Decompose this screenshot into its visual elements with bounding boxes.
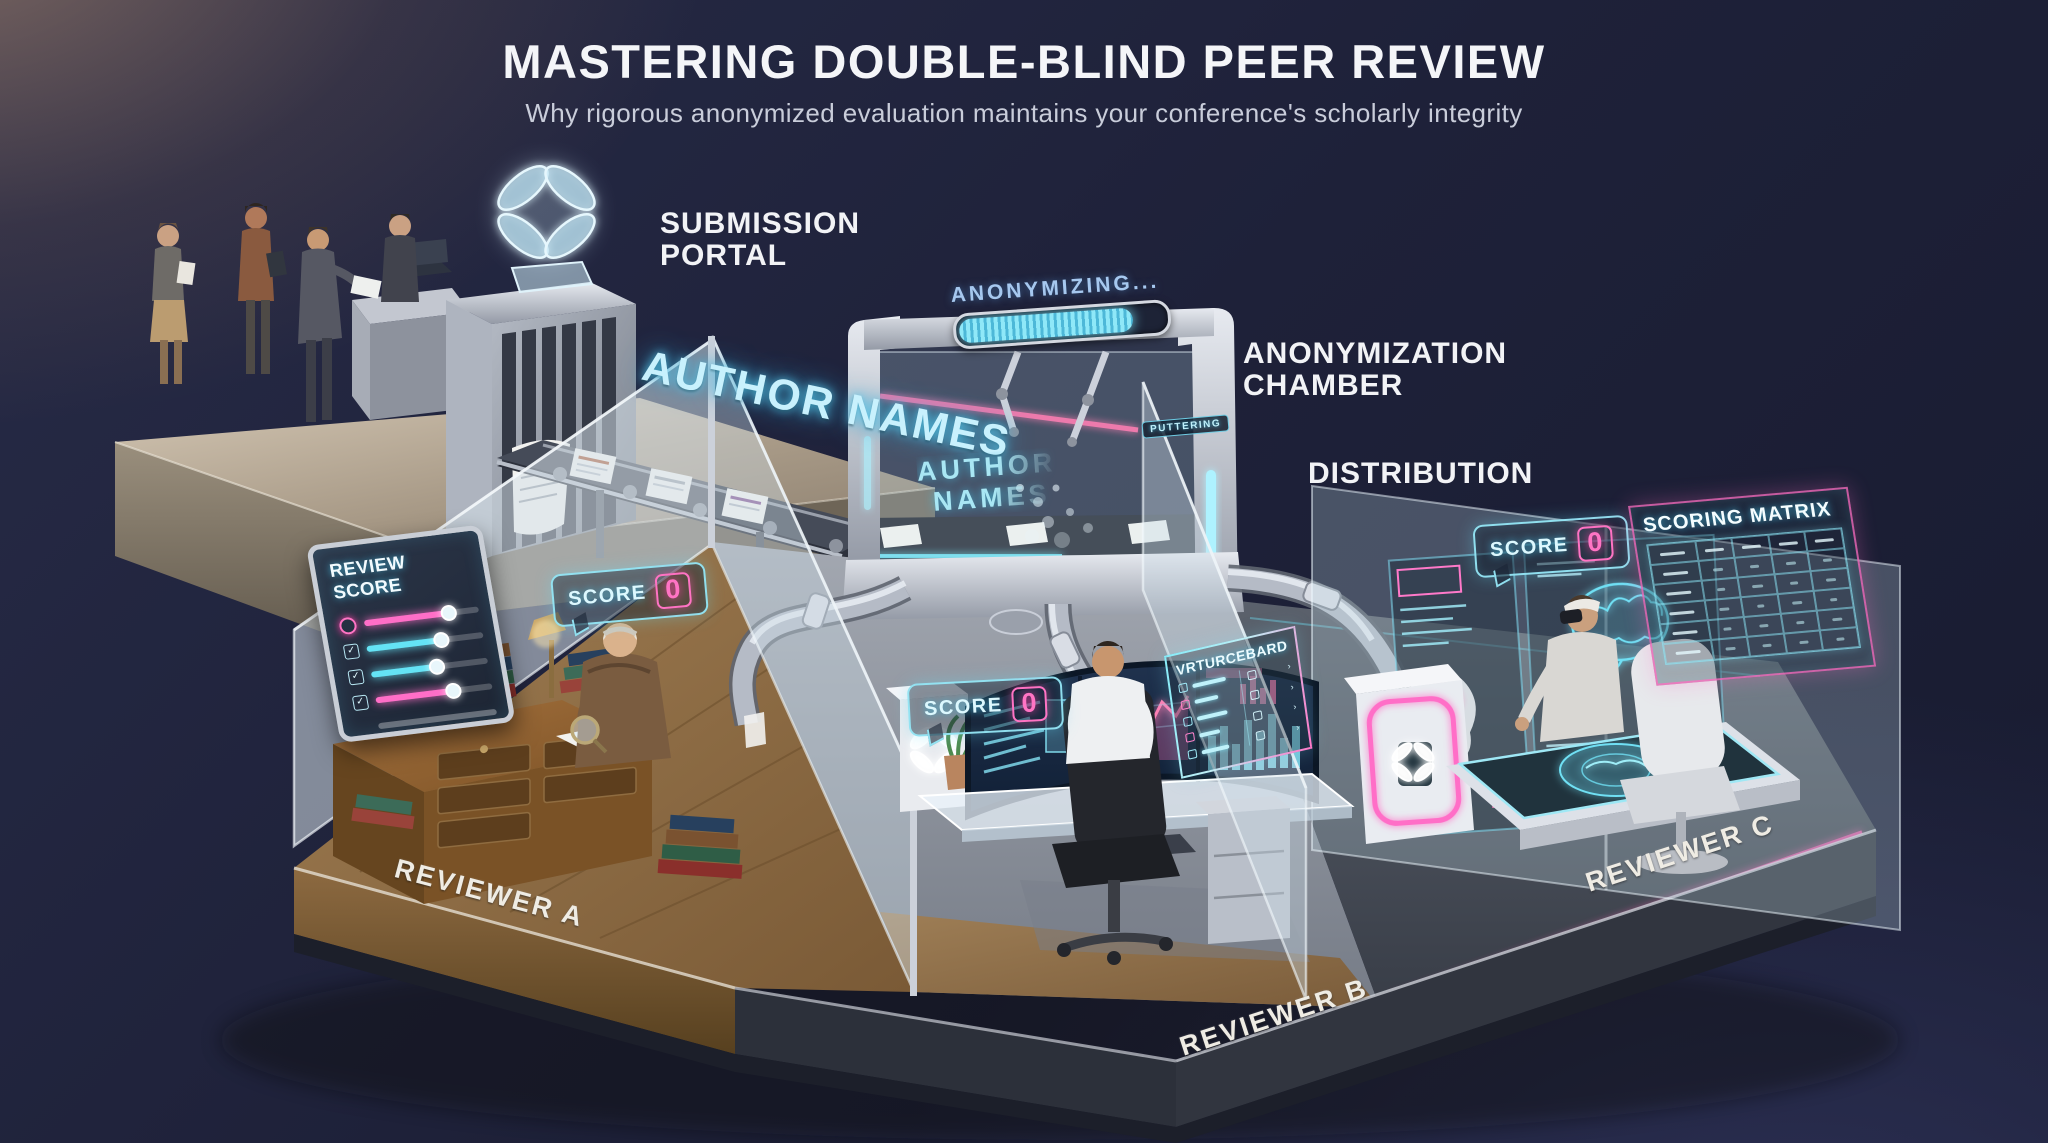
vr-headset-icon [1559,598,1600,624]
person-author-1 [150,223,196,384]
chair-white [1620,638,1740,874]
flower-logo-white-2 [1391,742,1435,782]
conference-flower-logo [494,160,598,294]
scoring-matrix-grid [1646,527,1862,665]
checkbox-icon: ✓ [342,642,361,660]
label-submission-portal: SUBMISSION PORTAL [660,207,861,273]
person-author-3 [298,227,382,422]
submitting-authors-group [150,203,470,422]
score-badge-reviewer-b: SCORE 0 [906,675,1064,738]
reviewer-a-station [333,612,743,904]
person-author-2 [238,203,287,374]
person-reviewer-a [570,623,671,768]
checkbox-icon: ✓ [351,694,370,711]
page-title: MASTERING DOUBLE-BLIND PEER REVIEW [502,35,1546,88]
magnifying-glass-icon [570,715,608,754]
review-score-tablet: REVIEW SCORE ✓ ✓ ✓ [306,524,516,743]
desk-lamp-icon [528,612,566,698]
floor-books [351,794,743,879]
reviewer-c-station [1344,533,1800,874]
score-badge-reviewer-c: SCORE 0 [1472,514,1631,579]
checkbox-icon: ✓ [347,668,365,686]
dissolving-particles [1016,484,1093,548]
label-anonymization-chamber: ANONYMIZATION CHAMBER [1243,337,1508,403]
progress-fill [958,307,1134,344]
page-subtitle: Why rigorous anonymized evaluation maint… [525,98,1523,128]
pink-dot-icon [337,615,358,635]
person-reviewer-b [1066,640,1154,764]
tablet-title: REVIEW SCORE [327,551,408,603]
label-distribution: DISTRIBUTION [1308,457,1534,490]
dissolving-author-names: AUTHOR NAMES [916,447,1058,517]
person-reviewer-c [1515,594,1624,742]
person-author-4 [381,214,419,302]
scoring-matrix-panel: SCORING MATRIX [1628,486,1877,686]
neon-console [1344,664,1474,844]
